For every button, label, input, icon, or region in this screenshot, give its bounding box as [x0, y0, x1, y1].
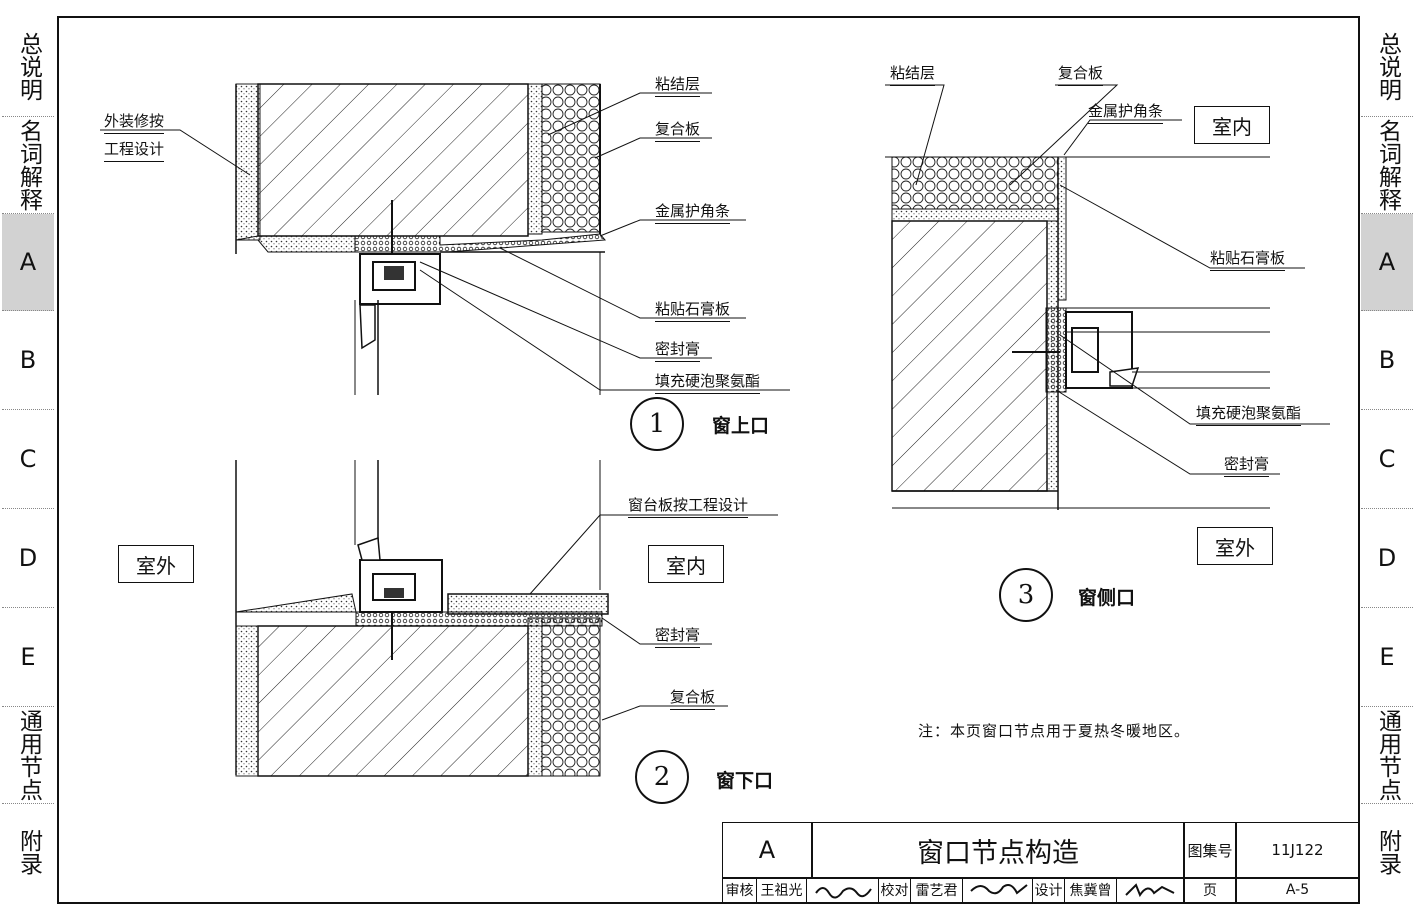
- region-outdoor-left: 室外: [118, 545, 194, 583]
- label-exterior-finish-1: 外装修按: [104, 110, 165, 134]
- label-exterior-finish-2: 工程设计: [104, 138, 165, 162]
- title-atlas-label: 图集号: [1187, 841, 1233, 860]
- leader-lines: [100, 84, 1330, 721]
- tab-general-notes[interactable]: 总说明: [2, 17, 54, 117]
- label-d3-sealant: 密封膏: [1224, 453, 1270, 477]
- label-d2-sill-board: 窗台板按工程设计: [628, 494, 749, 518]
- label-d2-composite: 复合板: [670, 686, 716, 710]
- tab-a-right[interactable]: A: [1361, 214, 1413, 311]
- title-atlas-no: 11J122: [1271, 841, 1324, 859]
- label-d3-adhesive: 粘结层: [890, 62, 936, 86]
- tab-b-right[interactable]: B: [1361, 311, 1413, 410]
- detail-title-3: 窗侧口: [1078, 587, 1136, 609]
- label-d3-metal-corner: 金属护角条: [1088, 100, 1164, 124]
- label-d3-composite: 复合板: [1058, 62, 1104, 86]
- label-d3-pu-fill: 填充硬泡聚氨酯: [1196, 402, 1302, 426]
- designer-name: 焦冀曾: [1065, 878, 1117, 902]
- tab-b[interactable]: B: [2, 311, 54, 410]
- region-indoor-right: 室内: [1194, 106, 1270, 144]
- page-label: 页: [1203, 883, 1217, 899]
- checker-name: 雷艺君: [911, 878, 963, 902]
- checker-signature: [963, 878, 1033, 902]
- detail-3-window-jamb: [885, 156, 1270, 510]
- tab-terms-right[interactable]: 名词解释: [1361, 117, 1413, 214]
- detail-marker-3: 3: [999, 568, 1053, 622]
- detail-title-2: 窗下口: [716, 770, 774, 792]
- tab-d-right[interactable]: D: [1361, 509, 1413, 608]
- title-drawing: 窗口节点构造: [917, 837, 1079, 869]
- tab-terms[interactable]: 名词解释: [2, 117, 54, 214]
- tab-common-nodes-right[interactable]: 通用节点: [1361, 707, 1413, 804]
- title-block: A 窗口节点构造 图集号 11J122 审核 王祖光 校对 雷艺君 设计 焦冀曾…: [722, 822, 1359, 903]
- detail-marker-2: 2: [635, 750, 689, 804]
- tab-appendix[interactable]: 附录: [15, 829, 42, 875]
- label-d2-sealant: 密封膏: [655, 624, 701, 648]
- label-d1-gypsum: 粘贴石膏板: [655, 298, 731, 322]
- tab-c[interactable]: C: [2, 410, 54, 509]
- detail-1-window-head: [235, 83, 607, 395]
- check-label: 校对: [879, 878, 911, 902]
- design-label: 设计: [1033, 878, 1065, 902]
- tab-e[interactable]: E: [2, 608, 54, 707]
- detail-title-1: 窗上口: [712, 415, 770, 437]
- label-d3-gypsum: 粘贴石膏板: [1210, 247, 1286, 271]
- tab-a[interactable]: A: [2, 214, 54, 311]
- label-d1-sealant: 密封膏: [655, 338, 701, 362]
- region-outdoor-right: 室外: [1197, 527, 1273, 565]
- title-section: A: [758, 836, 776, 864]
- detail-marker-1: 1: [630, 397, 684, 451]
- reviewer-signature: [807, 878, 879, 902]
- tab-appendix-right[interactable]: 附录: [1374, 829, 1401, 875]
- reviewer-name: 王祖光: [757, 878, 807, 902]
- tab-c-right[interactable]: C: [1361, 410, 1413, 509]
- tab-e-right[interactable]: E: [1361, 608, 1413, 707]
- page-no: A-5: [1285, 882, 1310, 898]
- tab-common-nodes[interactable]: 通用节点: [2, 707, 54, 804]
- label-d1-pu-fill: 填充硬泡聚氨酯: [655, 370, 761, 394]
- tab-general-notes-right[interactable]: 总说明: [1361, 17, 1413, 117]
- note-text: 注：本页窗口节点用于夏热冬暖地区。: [918, 722, 1191, 740]
- tab-d[interactable]: D: [2, 509, 54, 608]
- region-indoor-mid: 室内: [648, 545, 724, 583]
- review-label: 审核: [723, 878, 757, 902]
- label-d1-metal-corner: 金属护角条: [655, 200, 731, 224]
- drawing-frame: [57, 16, 1360, 904]
- label-d1-composite: 复合板: [655, 118, 701, 142]
- label-d1-adhesive: 粘结层: [655, 73, 701, 97]
- detail-2-window-sill: [235, 460, 609, 777]
- designer-signature: [1117, 878, 1183, 902]
